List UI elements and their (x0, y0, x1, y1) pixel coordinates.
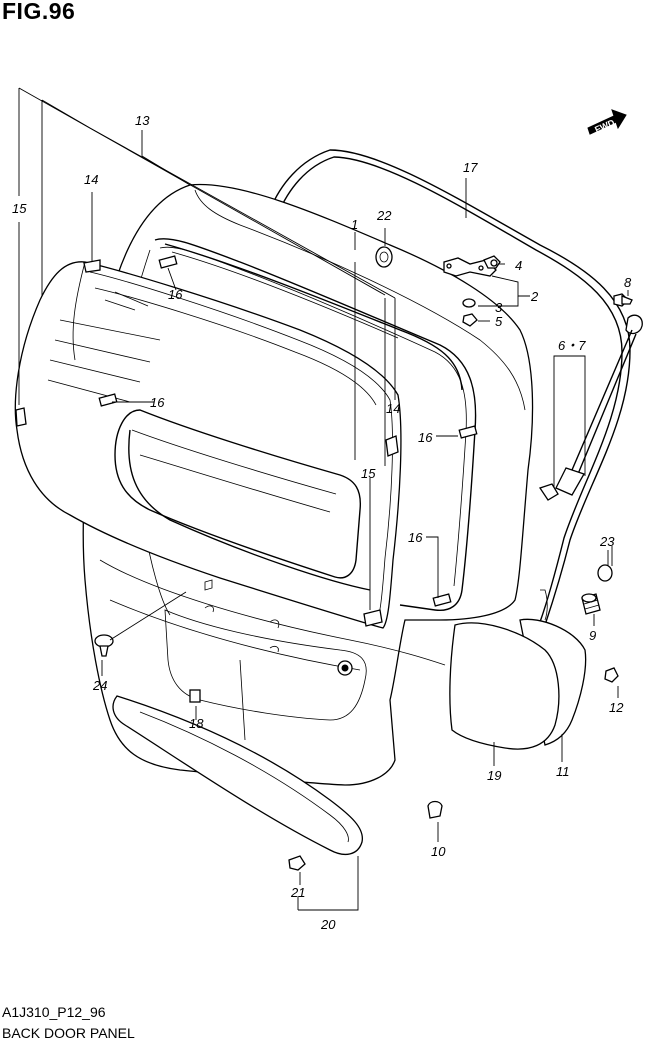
pad-14-15-marks (15, 259, 399, 627)
callout-3: 3 (495, 300, 503, 315)
callout-6-7: 6・7 (558, 338, 586, 353)
label-18-part (189, 689, 201, 703)
callout-17: 17 (463, 160, 478, 175)
weatherstrip-part (269, 149, 631, 626)
washer-part (462, 298, 476, 308)
callout-20: 20 (320, 917, 336, 932)
clip-12-part (604, 667, 619, 683)
callout-22: 22 (376, 208, 392, 223)
callout-16a: 16 (168, 287, 183, 302)
gas-strut-part (538, 314, 643, 501)
callout-14a: 14 (84, 172, 98, 187)
callout-19: 19 (487, 768, 501, 783)
grommet-part (375, 246, 393, 268)
nut-part (462, 313, 478, 327)
callout-9: 9 (589, 628, 596, 643)
clip-21-part (288, 855, 306, 871)
callout-18: 18 (189, 716, 204, 731)
clip-16-marks (98, 255, 478, 607)
callout-15b: 15 (361, 466, 376, 481)
callout-16c: 16 (418, 430, 433, 445)
callout-14b: 14 (386, 401, 400, 416)
figure-title: FIG.96 (2, 0, 76, 24)
callout-10: 10 (431, 844, 446, 859)
figure-caption: BACK DOOR PANEL (2, 1025, 135, 1041)
callout-4: 4 (515, 258, 522, 273)
inner-glass-frame (128, 243, 463, 591)
callout-13: 13 (135, 113, 150, 128)
callout-2: 2 (530, 289, 539, 304)
garnish-20-part (112, 695, 363, 856)
callout-16d: 16 (408, 530, 423, 545)
insulation-pad-part (449, 622, 560, 750)
bolt-4-part (483, 255, 501, 269)
hinge-bracket-part (443, 257, 497, 277)
callout-11: 11 (556, 764, 570, 779)
callout-8: 8 (624, 275, 632, 290)
drawing-code: A1J310_P12_96 (2, 1004, 106, 1020)
callout-1: 1 (351, 217, 358, 232)
callout-21: 21 (290, 885, 305, 900)
plug-9-part (581, 593, 601, 615)
callout-16b: 16 (150, 395, 165, 410)
callout-15a: 15 (12, 201, 27, 216)
grommet-23-part (597, 564, 613, 582)
leader-lines (18, 87, 629, 911)
callout-23: 23 (599, 534, 615, 549)
callout-labels: 1 2 3 4 5 6・7 8 9 10 11 12 13 14 14 15 1… (12, 113, 632, 932)
callout-24: 24 (92, 678, 107, 693)
callout-5: 5 (495, 314, 503, 329)
callout-12: 12 (609, 700, 624, 715)
stopper-10-part (427, 800, 443, 819)
bolt-8-part (613, 293, 633, 307)
fwd-arrow-icon: FWD (587, 109, 627, 135)
clip-24-part (94, 634, 114, 657)
back-window-glass (14, 261, 402, 629)
fwd-label: FWD (593, 117, 616, 135)
